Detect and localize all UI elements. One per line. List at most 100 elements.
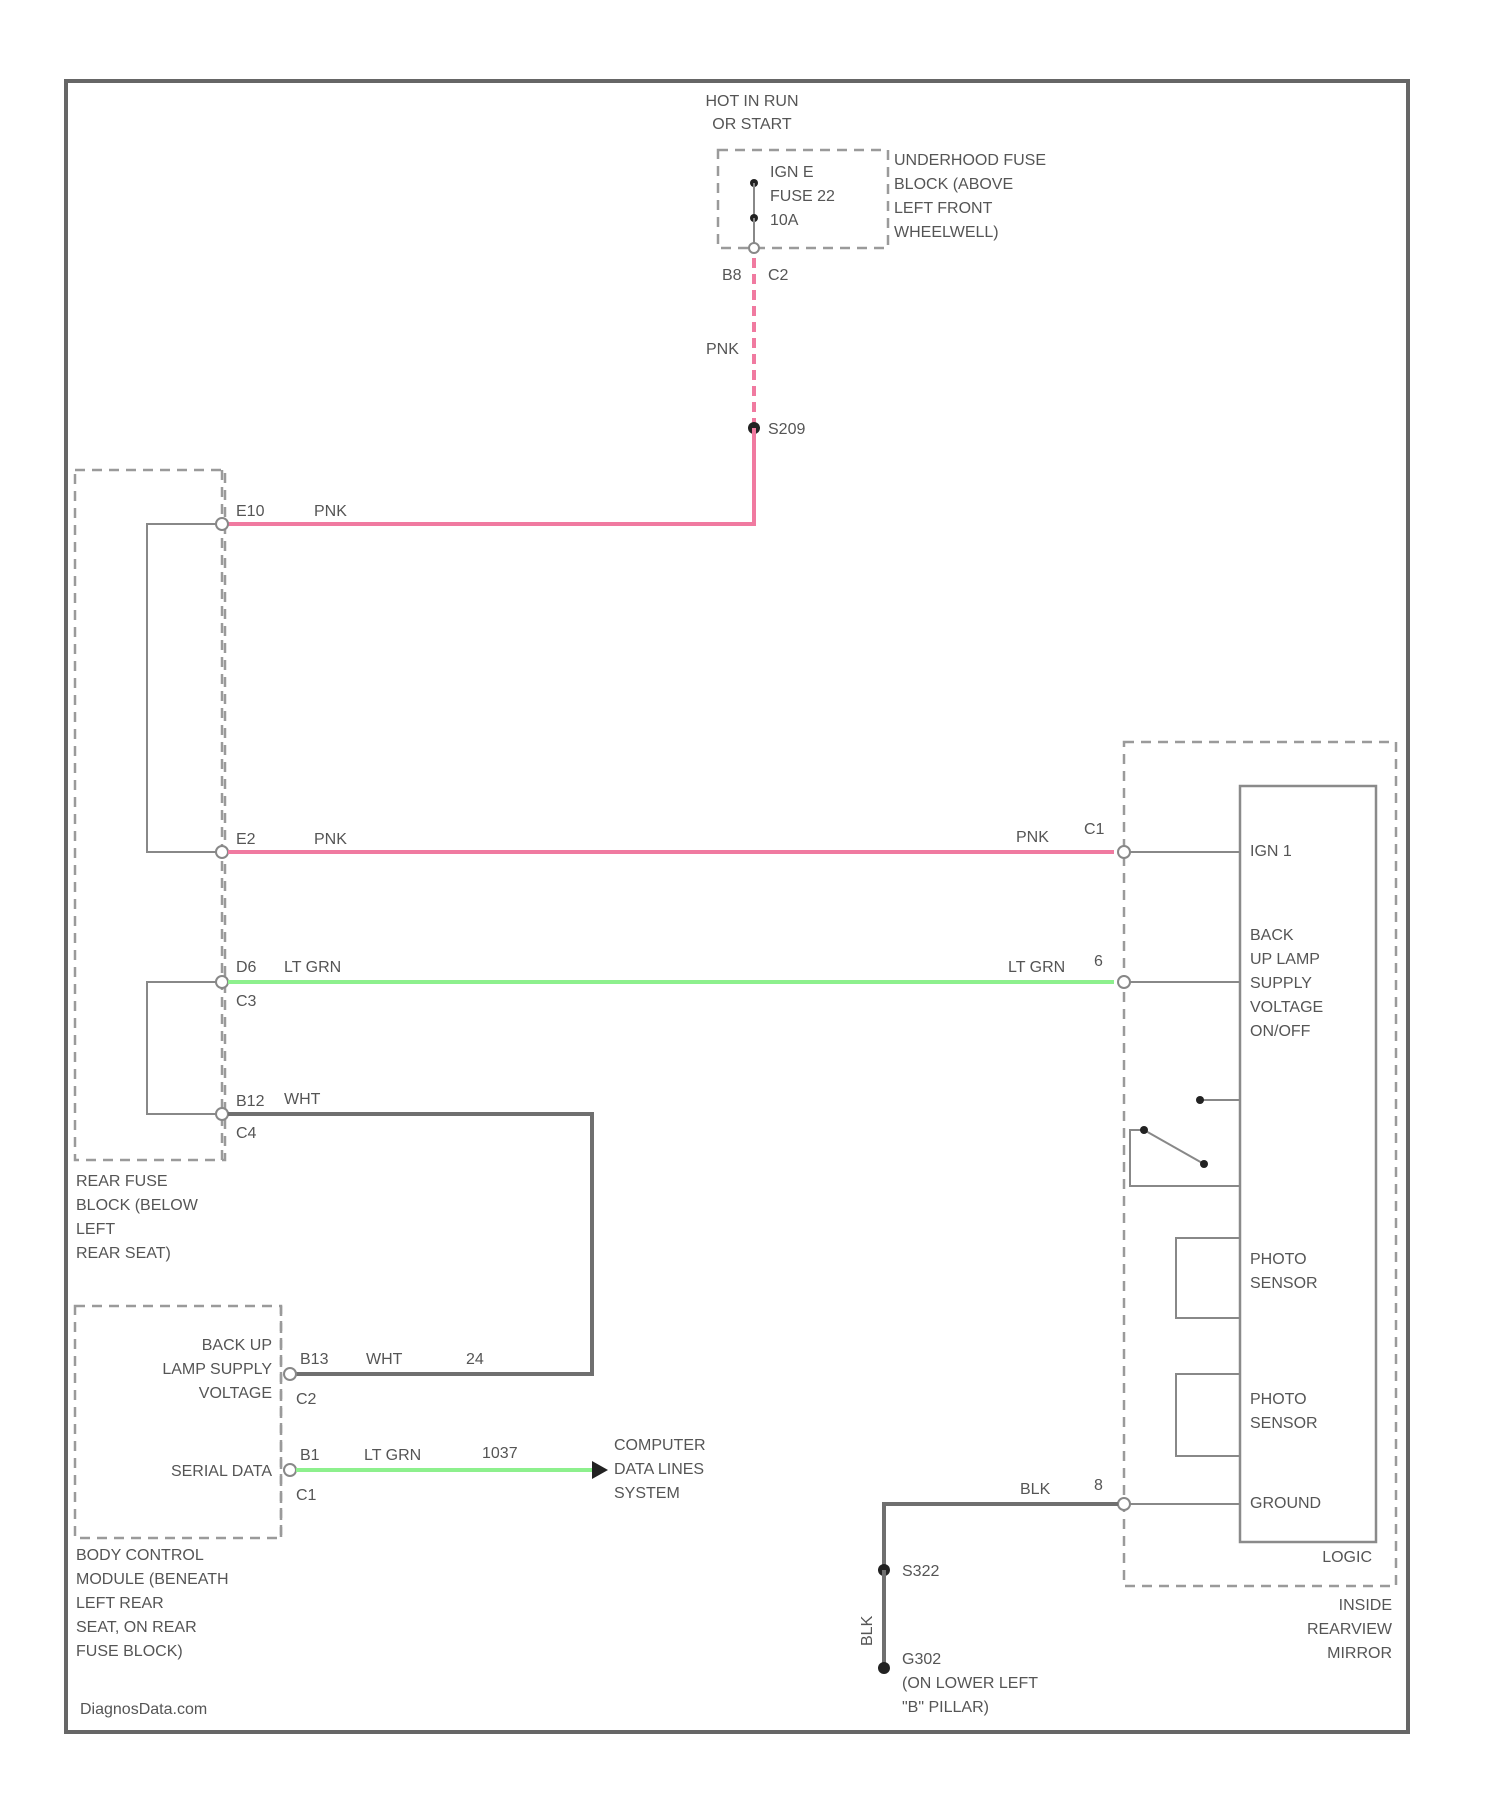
pin-b12-marker bbox=[216, 1108, 228, 1120]
rear-fuse-label-2: BLOCK (BELOW bbox=[76, 1197, 199, 1214]
or-start-label: OR START bbox=[712, 116, 792, 133]
bcm-label-3: LEFT REAR bbox=[76, 1595, 164, 1612]
mirror-backup-label-1: BACK bbox=[1250, 927, 1294, 944]
wire-pnk-label-right: PNK bbox=[1016, 829, 1049, 846]
bcm-pin-b13-label: B13 bbox=[300, 1351, 329, 1368]
fuse-amp-label: 10A bbox=[770, 212, 799, 229]
computer-data-label-3: SYSTEM bbox=[614, 1485, 680, 1502]
wht-wire-b12-to-bcm bbox=[228, 1114, 592, 1374]
bcm-pin-b1-label: B1 bbox=[300, 1447, 320, 1464]
underhood-fuse-label-2: BLOCK (ABOVE bbox=[894, 176, 1013, 193]
circuit-24-label: 24 bbox=[466, 1351, 484, 1368]
mirror-label-3: MIRROR bbox=[1327, 1645, 1392, 1662]
ground-g302-dot bbox=[878, 1662, 890, 1674]
photo-sensor-2-symbol bbox=[1176, 1374, 1240, 1456]
wire-wht-label-b12: WHT bbox=[284, 1091, 321, 1108]
watermark: DiagnosData.com bbox=[80, 1701, 207, 1718]
pin-b8-label: B8 bbox=[722, 267, 742, 284]
photo-sensor-1-symbol bbox=[1176, 1238, 1240, 1318]
mirror-switch-contact-top bbox=[1196, 1096, 1204, 1104]
mirror-label-2: REARVIEW bbox=[1307, 1621, 1393, 1638]
mirror-pin-6-label: 6 bbox=[1094, 953, 1103, 970]
mirror-switch-common bbox=[1130, 1130, 1240, 1186]
mirror-backup-label-3: SUPPLY bbox=[1250, 975, 1312, 992]
underhood-fuse-label-4: WHEELWELL) bbox=[894, 224, 999, 241]
bcm-label-1: BODY CONTROL bbox=[76, 1547, 204, 1564]
mirror-pin-c1-label: C1 bbox=[1084, 821, 1105, 838]
conn-c2-label: C2 bbox=[768, 267, 789, 284]
pin-d6-label: D6 bbox=[236, 959, 257, 976]
bcm-label-2: MODULE (BENEATH bbox=[76, 1571, 229, 1588]
bcm-backup-label-3: VOLTAGE bbox=[199, 1385, 272, 1402]
ground-g302-label-1: G302 bbox=[902, 1651, 941, 1668]
rear-fuse-internal-bus-1 bbox=[147, 524, 222, 852]
mirror-backup-label-5: ON/OFF bbox=[1250, 1023, 1311, 1040]
rear-fuse-label-3: LEFT bbox=[76, 1221, 115, 1238]
rear-fuse-internal-bus-2 bbox=[147, 982, 222, 1114]
pin-e2-label: E2 bbox=[236, 831, 256, 848]
pin-e2-marker bbox=[216, 846, 228, 858]
mirror-pin-ign-marker bbox=[1118, 846, 1130, 858]
computer-data-label-1: COMPUTER bbox=[614, 1437, 706, 1454]
conn-c3-label: C3 bbox=[236, 993, 257, 1010]
pin-e10-label: E10 bbox=[236, 503, 265, 520]
wire-ltgrn-label-serial: LT GRN bbox=[364, 1447, 421, 1464]
mirror-logic-label: LOGIC bbox=[1322, 1549, 1372, 1566]
photo-sensor-1-label-1: PHOTO bbox=[1250, 1251, 1307, 1268]
mirror-switch-contact-right bbox=[1200, 1160, 1208, 1168]
mirror-switch-blade bbox=[1144, 1130, 1204, 1164]
serial-data-arrow bbox=[592, 1461, 608, 1479]
ground-g302-label-2: (ON LOWER LEFT bbox=[902, 1675, 1038, 1692]
wire-wht-label-bcm: WHT bbox=[366, 1351, 403, 1368]
mirror-switch-contact-left bbox=[1140, 1126, 1148, 1134]
mirror-outline bbox=[1124, 742, 1396, 1586]
pin-b12-label: B12 bbox=[236, 1093, 265, 1110]
fuse-ign-label: IGN E bbox=[770, 164, 814, 181]
bcm-pin-b1-marker bbox=[284, 1464, 296, 1476]
mirror-backup-label-2: UP LAMP bbox=[1250, 951, 1320, 968]
rear-fuse-label-4: REAR SEAT) bbox=[76, 1245, 171, 1262]
pin-e10-marker bbox=[216, 518, 228, 530]
mirror-ign-label: IGN 1 bbox=[1250, 843, 1292, 860]
bcm-backup-label-2: LAMP SUPPLY bbox=[162, 1361, 272, 1378]
underhood-fuse-label-1: UNDERHOOD FUSE bbox=[894, 152, 1046, 169]
wire-blk-label-vertical: BLK bbox=[859, 1615, 876, 1646]
bcm-conn-c1-label: C1 bbox=[296, 1487, 317, 1504]
pnk-wire-label-vertical: PNK bbox=[706, 341, 739, 358]
mirror-label-1: INSIDE bbox=[1339, 1597, 1392, 1614]
splice-s322-label: S322 bbox=[902, 1563, 939, 1580]
pin-b8-marker bbox=[749, 243, 759, 253]
diagram-frame bbox=[66, 81, 1408, 1732]
ground-g302-label-3: "B" PILLAR) bbox=[902, 1699, 989, 1716]
pin-d6-marker bbox=[216, 976, 228, 988]
bcm-label-5: FUSE BLOCK) bbox=[76, 1643, 183, 1660]
computer-data-label-2: DATA LINES bbox=[614, 1461, 704, 1478]
bcm-backup-label-1: BACK UP bbox=[202, 1337, 272, 1354]
wire-blk-label: BLK bbox=[1020, 1481, 1051, 1498]
blk-ground-wire bbox=[884, 1504, 1118, 1570]
bcm-conn-c2-label: C2 bbox=[296, 1391, 317, 1408]
photo-sensor-2-label-2: SENSOR bbox=[1250, 1415, 1318, 1432]
rear-fuse-block-outline bbox=[75, 470, 225, 1160]
splice-s209-label: S209 bbox=[768, 421, 805, 438]
fuse-number-label: FUSE 22 bbox=[770, 188, 835, 205]
wire-ltgrn-label-right: LT GRN bbox=[1008, 959, 1065, 976]
mirror-pin-8-label: 8 bbox=[1094, 1477, 1103, 1494]
mirror-ground-label: GROUND bbox=[1250, 1495, 1321, 1512]
pnk-wire-to-e10 bbox=[228, 428, 754, 524]
rear-fuse-label-1: REAR FUSE bbox=[76, 1173, 168, 1190]
hot-in-run-label: HOT IN RUN bbox=[705, 93, 798, 110]
circuit-1037-label: 1037 bbox=[482, 1445, 518, 1462]
wire-ltgrn-label-left: LT GRN bbox=[284, 959, 341, 976]
bcm-serial-data-label: SERIAL DATA bbox=[171, 1463, 272, 1480]
conn-c4-label: C4 bbox=[236, 1125, 257, 1142]
photo-sensor-2-label-1: PHOTO bbox=[1250, 1391, 1307, 1408]
bcm-label-4: SEAT, ON REAR bbox=[76, 1619, 197, 1636]
mirror-pin-backup-marker bbox=[1118, 976, 1130, 988]
mirror-backup-label-4: VOLTAGE bbox=[1250, 999, 1323, 1016]
photo-sensor-1-label-2: SENSOR bbox=[1250, 1275, 1318, 1292]
wire-pnk-label-e10: PNK bbox=[314, 503, 347, 520]
bcm-pin-b13-marker bbox=[284, 1368, 296, 1380]
underhood-fuse-label-3: LEFT FRONT bbox=[894, 200, 993, 217]
